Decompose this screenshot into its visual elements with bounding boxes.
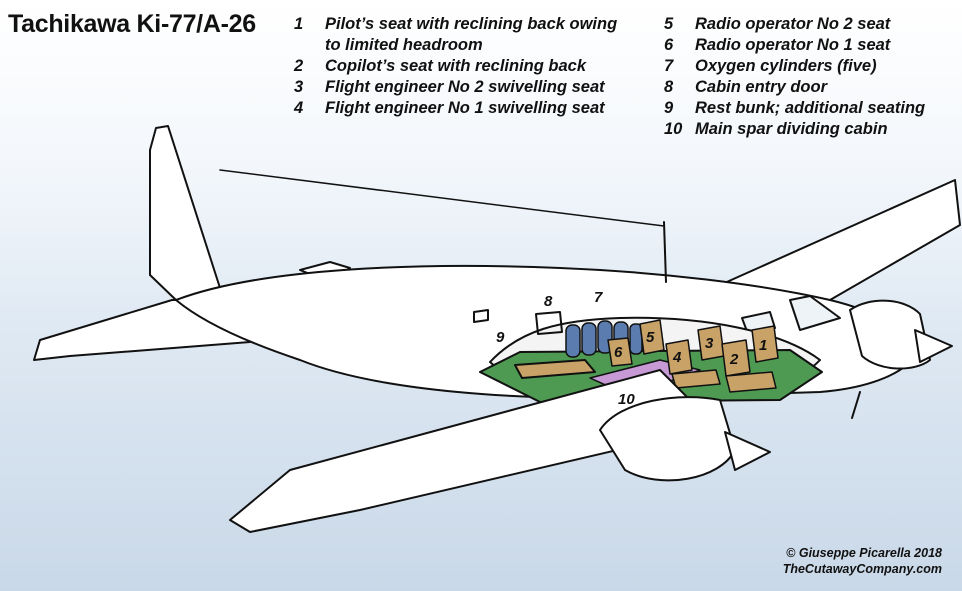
legend-number: 6 bbox=[664, 36, 674, 54]
oxygen-cylinder bbox=[581, 322, 597, 356]
callout-9: 9 bbox=[496, 329, 505, 346]
legend-item-4: 4 Flight engineer No 1 swivelling seat bbox=[294, 98, 644, 119]
diagram-title: Tachikawa Ki-77/A-26 bbox=[8, 10, 256, 38]
legend-number: 10 bbox=[664, 120, 683, 138]
legend-item-8: 8 Cabin entry door bbox=[664, 77, 960, 98]
website-link[interactable]: TheCutawayCompany.com bbox=[782, 562, 942, 576]
legend-left-column: 1 Pilot’s seat with reclining back owing… bbox=[294, 14, 644, 119]
legend-item-10: 10 Main spar dividing cabin bbox=[664, 119, 960, 140]
legend-number: 7 bbox=[664, 57, 674, 75]
legend-item-6: 6 Radio operator No 1 seat bbox=[664, 35, 960, 56]
right-propeller-spinner bbox=[914, 329, 953, 363]
seat-base bbox=[725, 371, 777, 393]
copyright-text: © Giuseppe Picarella 2018 bbox=[786, 546, 942, 560]
legend-number: 8 bbox=[664, 78, 674, 96]
seat-radio-operator-2 bbox=[639, 319, 665, 355]
legend-number: 1 bbox=[294, 15, 304, 33]
legend-number: 9 bbox=[664, 99, 674, 117]
seat-pilot bbox=[751, 325, 779, 363]
legend-text: Main spar dividing cabin bbox=[695, 120, 888, 138]
legend-item-2: 2 Copilot’s seat with reclining back bbox=[294, 56, 644, 77]
callout-4: 4 bbox=[672, 349, 682, 366]
callout-8: 8 bbox=[544, 293, 553, 310]
rest-bunk bbox=[514, 359, 596, 379]
seat-flight-engineer-1 bbox=[665, 339, 693, 375]
legend-item-5: 5 Radio operator No 2 seat bbox=[664, 14, 960, 35]
legend-text-line: Pilot’s seat with reclining back owing bbox=[325, 15, 618, 33]
legend-number: 2 bbox=[294, 57, 304, 75]
legend-text: Radio operator No 2 seat bbox=[695, 15, 891, 33]
callout-2: 2 bbox=[729, 351, 739, 368]
aerial-wire bbox=[219, 169, 665, 227]
legend-text: Radio operator No 1 seat bbox=[695, 36, 891, 54]
legend-text: Flight engineer No 2 swivelling seat bbox=[325, 78, 605, 96]
legend-text: Cabin entry door bbox=[695, 78, 828, 96]
legend-item-1: 1 Pilot’s seat with reclining back owing… bbox=[294, 14, 644, 56]
credit-block: © Giuseppe Picarella 2018 TheCutawayComp… bbox=[783, 545, 942, 577]
callout-7: 7 bbox=[594, 289, 603, 306]
legend-right-column: 5 Radio operator No 2 seat 6 Radio opera… bbox=[664, 14, 960, 140]
callout-1: 1 bbox=[759, 337, 767, 354]
cabin-window bbox=[473, 309, 489, 323]
legend-number: 4 bbox=[294, 99, 304, 117]
callout-10: 10 bbox=[618, 391, 635, 408]
legend-text-line: to limited headroom bbox=[325, 36, 483, 54]
seat-copilot bbox=[721, 339, 751, 377]
legend-number: 5 bbox=[664, 15, 674, 33]
callout-6: 6 bbox=[614, 344, 623, 361]
nose-landing-gear bbox=[851, 391, 861, 419]
callout-3: 3 bbox=[705, 335, 714, 352]
seat-base bbox=[671, 369, 721, 389]
legend-text: Pilot’s seat with reclining back owing t… bbox=[325, 14, 617, 56]
legend-item-9: 9 Rest bunk; additional seating bbox=[664, 98, 960, 119]
seat-radio-operator-1 bbox=[607, 337, 633, 367]
legend-text: Copilot’s seat with reclining back bbox=[325, 57, 587, 75]
legend-text: Oxygen cylinders (five) bbox=[695, 57, 877, 75]
legend-item-3: 3 Flight engineer No 2 swivelling seat bbox=[294, 77, 644, 98]
cabin-entry-door bbox=[535, 311, 563, 335]
vertical-fin bbox=[149, 125, 221, 301]
legend-item-7: 7 Oxygen cylinders (five) bbox=[664, 56, 960, 77]
legend-text: Rest bunk; additional seating bbox=[695, 99, 926, 117]
radio-mast bbox=[663, 221, 667, 283]
oxygen-cylinder bbox=[565, 324, 581, 358]
legend-number: 3 bbox=[294, 78, 304, 96]
cockpit-window bbox=[789, 295, 841, 331]
left-propeller-spinner bbox=[724, 431, 771, 471]
callout-5: 5 bbox=[646, 329, 655, 346]
legend-text: Flight engineer No 1 swivelling seat bbox=[325, 99, 605, 117]
